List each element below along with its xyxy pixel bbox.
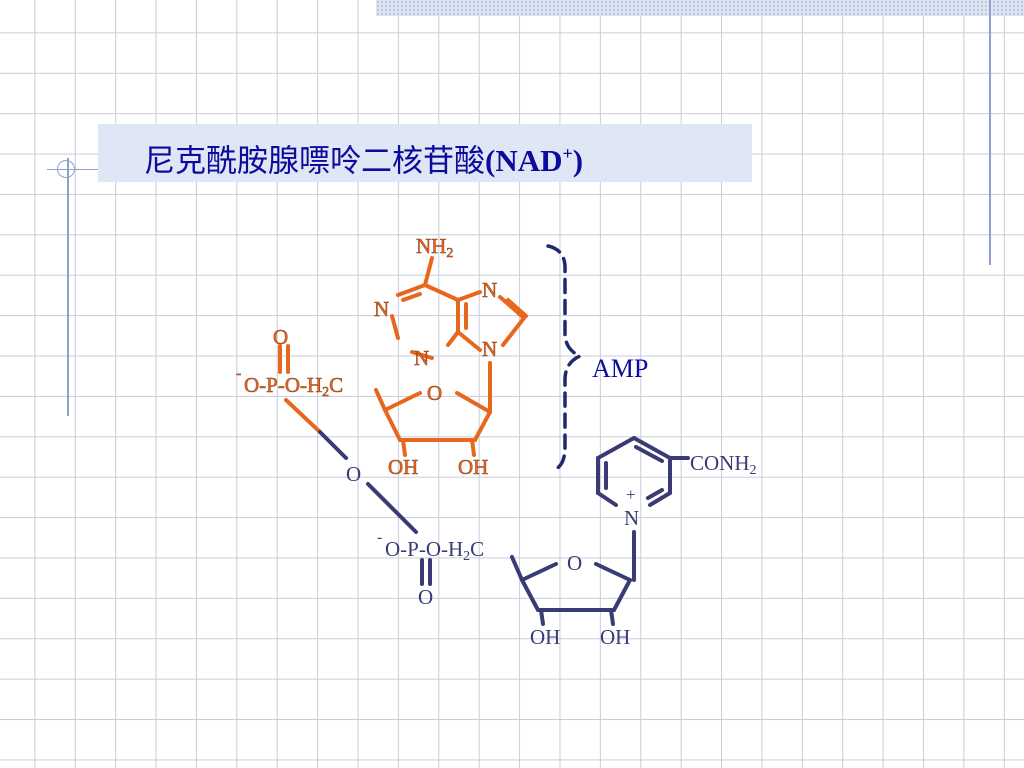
label-n1: N <box>374 297 389 321</box>
label-phosphate-bottom-minus: - <box>377 529 382 546</box>
title-chinese: 尼克酰胺腺嘌呤二核苷酸 <box>144 143 485 180</box>
title-box <box>98 124 752 182</box>
label-n9: N <box>482 337 497 361</box>
label-phosphate-top-minus: - <box>236 365 241 382</box>
label-n-plus: + <box>626 485 636 504</box>
label-ribose-bottom-oh-right: OH <box>600 625 630 649</box>
label-phosphate-top-chain: O-P-O-H2C <box>244 373 343 400</box>
top-decor-band <box>376 0 1024 16</box>
title-latin: (NAD+) <box>485 143 584 179</box>
amp-labels: NH2 N N N N O OH OH O - O-P-O-H2C <box>236 234 498 480</box>
label-n7: N <box>482 278 497 302</box>
label-conh2: CONH2 <box>690 451 757 478</box>
label-phosphate-bottom-o: O <box>418 585 433 609</box>
label-n3: N <box>414 346 429 370</box>
label-bridge-o: O <box>346 462 361 486</box>
amp-label: AMP <box>592 354 648 383</box>
right-decor-line <box>989 0 991 265</box>
left-decor-line <box>67 158 69 416</box>
label-ribose-top-oh-right: OH <box>458 455 488 479</box>
label-phosphate-bottom-chain: O-P-O-H2C <box>385 537 484 564</box>
label-ribose-bottom-o: O <box>567 551 582 575</box>
label-phosphate-top-o: O <box>273 325 288 349</box>
title-circle-icon <box>57 160 75 178</box>
label-ribose-top-oh-left: OH <box>388 455 418 479</box>
nmn-bonds <box>318 430 690 626</box>
label-ribose-top-o: O <box>427 381 442 405</box>
nmn-labels: O - O-P-O-H2C O O OH OH CONH2 + N <box>346 451 757 649</box>
label-nh2: NH2 <box>416 234 453 261</box>
label-ribose-bottom-oh-left: OH <box>530 625 560 649</box>
label-pyridinium-n: N <box>624 506 639 530</box>
amp-bonds <box>278 256 528 457</box>
title-decor-line <box>47 169 147 170</box>
slide-title: 尼克酰胺腺嘌呤二核苷酸(NAD+) <box>144 134 583 181</box>
amp-brace <box>546 244 585 472</box>
